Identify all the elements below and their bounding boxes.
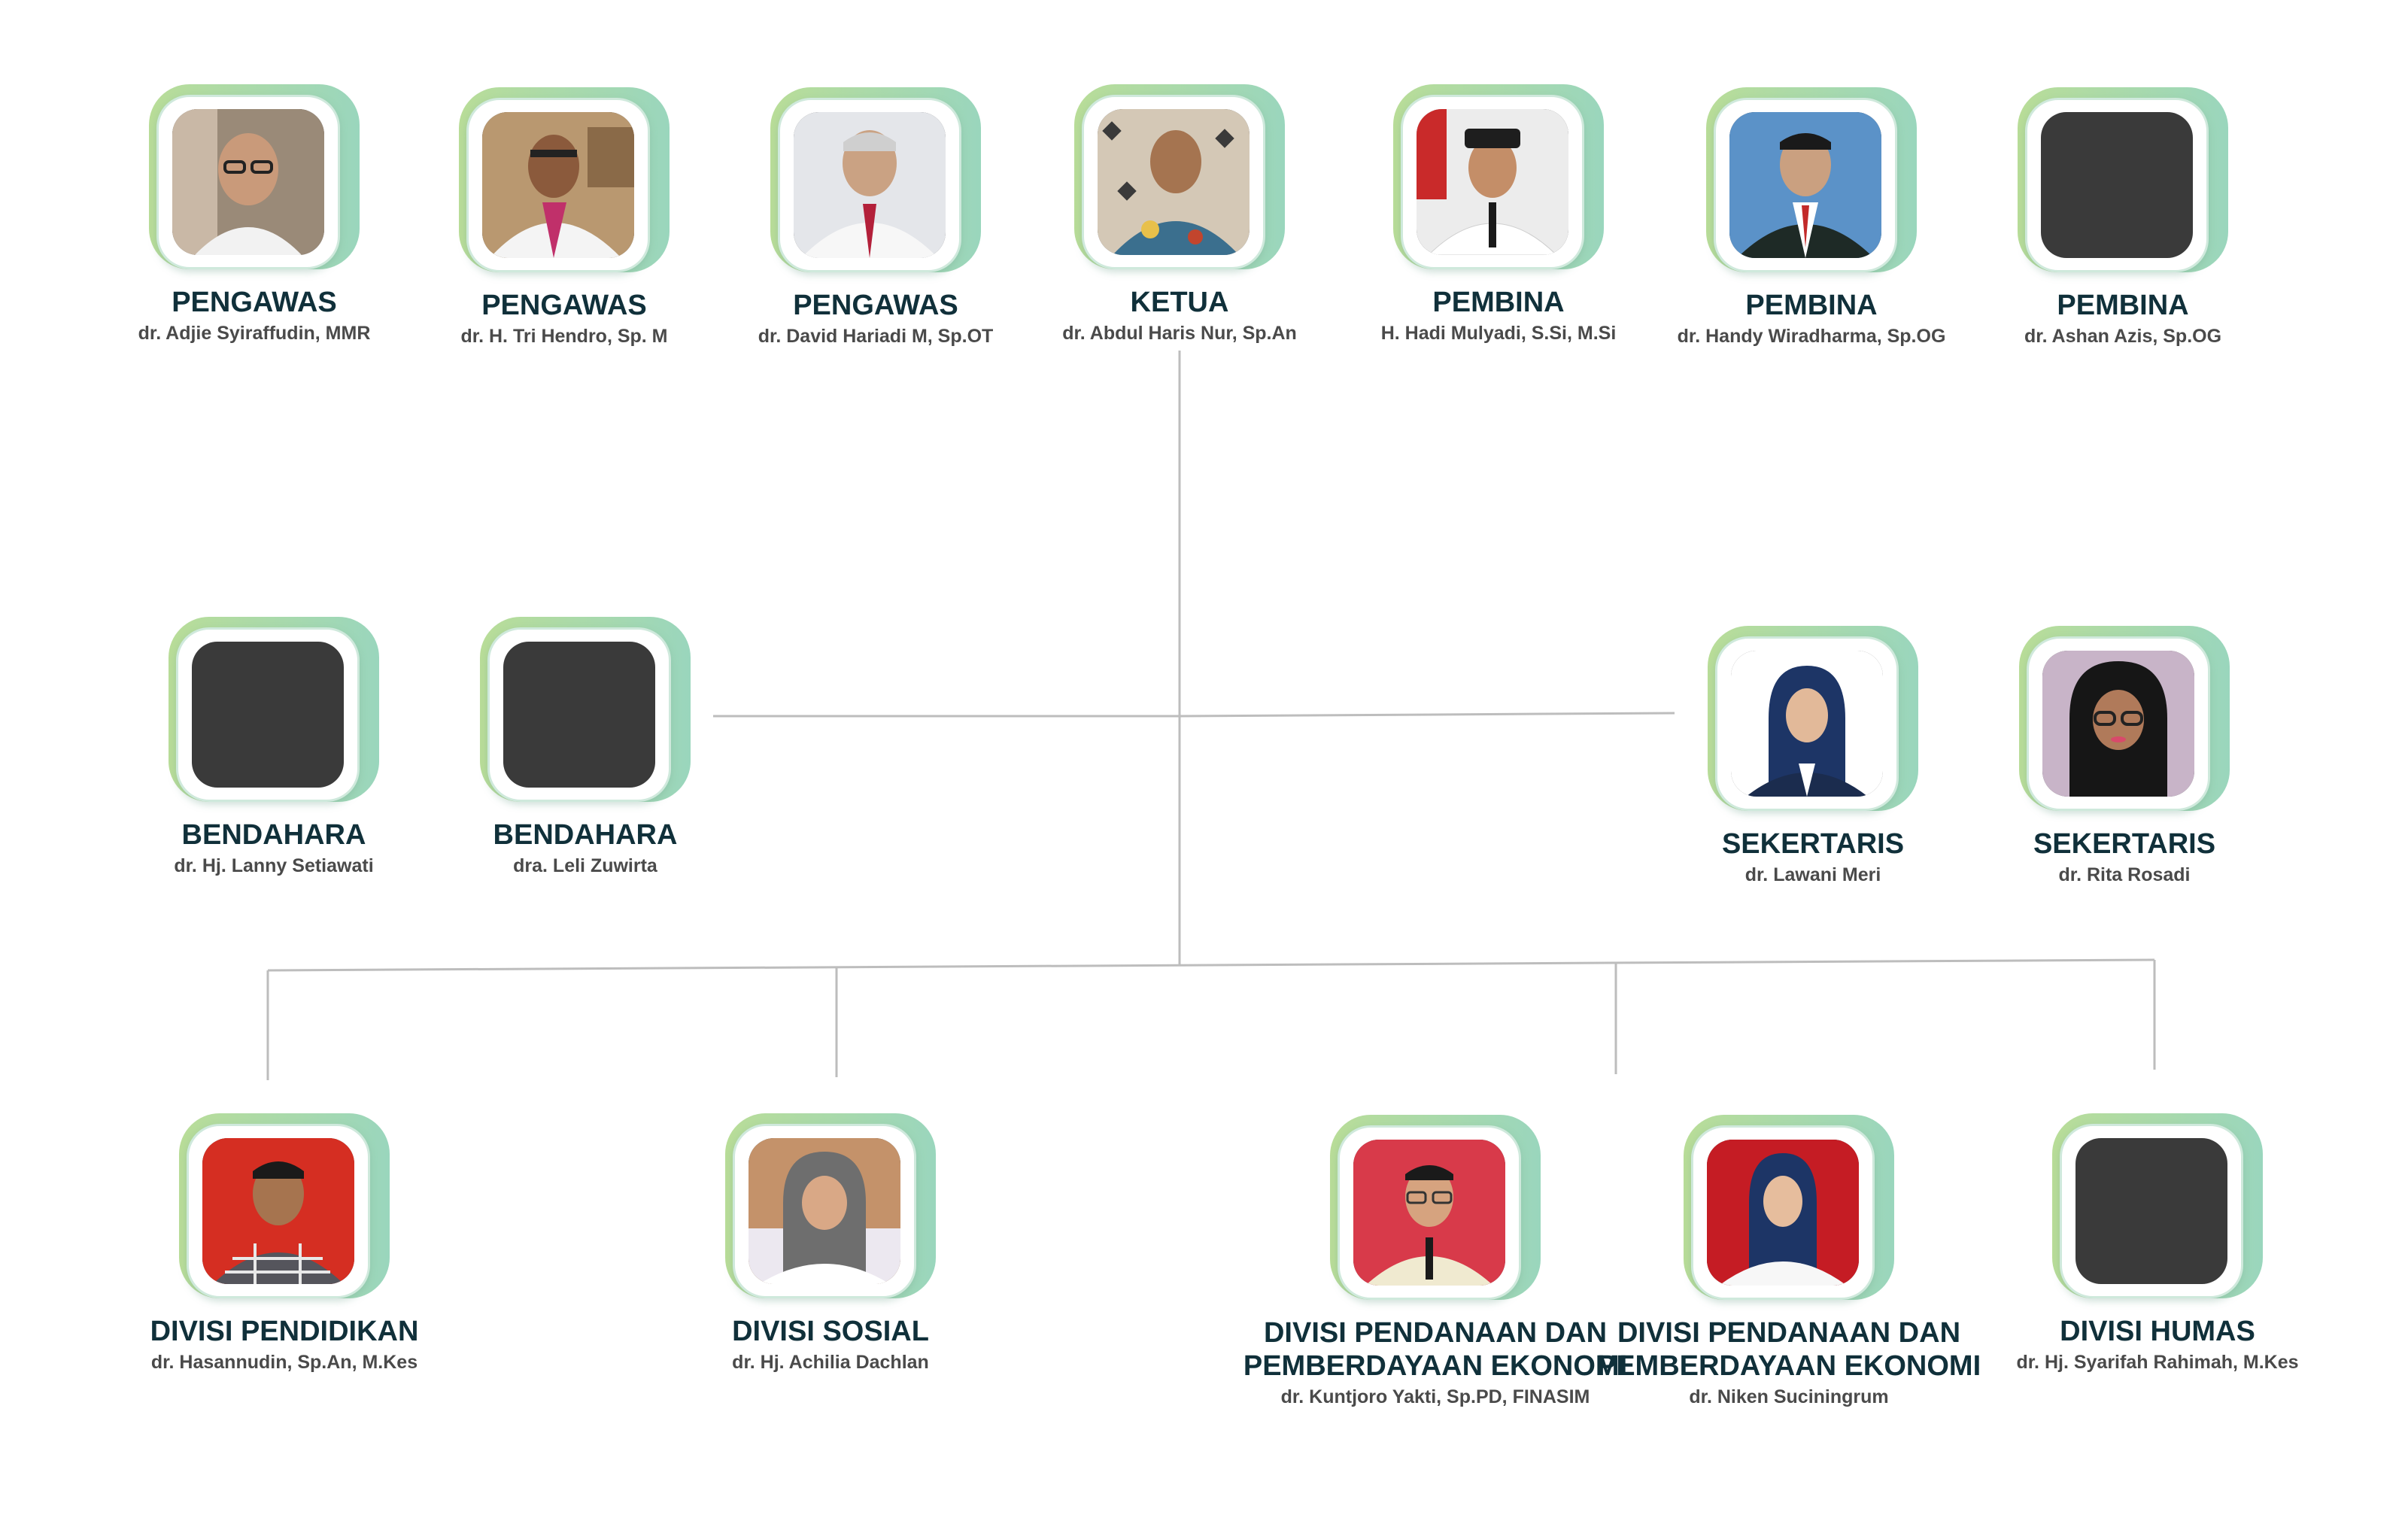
photo-frame bbox=[1330, 1115, 1541, 1300]
portrait-woman-navy-hijab-red-bg bbox=[1707, 1140, 1859, 1286]
photo-frame bbox=[770, 87, 981, 272]
photo-placeholder bbox=[503, 642, 655, 788]
photo-frame bbox=[1708, 626, 1918, 811]
person-name: dr. Kuntjoro Yakti, Sp.PD, FINASIM bbox=[1280, 1386, 1590, 1407]
role-title: DIVISI SOSIAL bbox=[732, 1316, 929, 1347]
photo-placeholder bbox=[2041, 112, 2193, 258]
portrait-woman-black-hijab bbox=[2042, 651, 2194, 797]
photo-placeholder bbox=[2075, 1138, 2227, 1284]
photo-frame bbox=[179, 1113, 390, 1298]
role-title: PEMBINA bbox=[1745, 290, 1878, 321]
person-name: dr. Abdul Haris Nur, Sp.An bbox=[1062, 323, 1297, 344]
person-name: dr. David Hariadi M, Sp.OT bbox=[758, 326, 994, 347]
person-name: H. Hadi Mulyadi, S.Si, M.Si bbox=[1380, 323, 1617, 344]
org-node-bendahara-1: BENDAHARA dr. Hj. Lanny Setiawati bbox=[101, 617, 447, 877]
role-title: PENGAWAS bbox=[481, 290, 647, 321]
portrait-man-white-coat bbox=[482, 112, 634, 258]
photo-frame bbox=[2052, 1113, 2263, 1298]
portrait-man-glasses bbox=[172, 109, 324, 255]
org-node-pengawas-2: PENGAWAS dr. H. Tri Hendro, Sp. M bbox=[391, 87, 737, 348]
org-node-pembina-2: PEMBINA dr. Handy Wiradharma, Sp.OG bbox=[1638, 87, 1984, 348]
photo-frame bbox=[725, 1113, 936, 1298]
person-name: dr. Rita Rosadi bbox=[2058, 864, 2191, 885]
role-title: PENGAWAS bbox=[172, 287, 337, 318]
person-name: dr. H. Tri Hendro, Sp. M bbox=[460, 326, 668, 347]
portrait-man-white-coat-tie bbox=[794, 112, 946, 258]
org-node-pengawas-3: PENGAWAS dr. David Hariadi M, Sp.OT bbox=[703, 87, 1049, 348]
photo-frame bbox=[1393, 84, 1604, 269]
middle-right-branch bbox=[1179, 712, 1675, 718]
photo-frame bbox=[1706, 87, 1917, 272]
photo-frame bbox=[2019, 626, 2230, 811]
person-name: dr. Ashan Azis, Sp.OG bbox=[2024, 326, 2222, 347]
org-node-divisi-sosial: DIVISI SOSIAL dr. Hj. Achilia Dachlan bbox=[657, 1113, 1004, 1374]
photo-frame bbox=[459, 87, 670, 272]
org-node-pembina-1: PEMBINA H. Hadi Mulyadi, S.Si, M.Si bbox=[1325, 84, 1672, 345]
person-name: dr. Adjie Syiraffudin, MMR bbox=[138, 323, 371, 344]
portrait-woman-grey-hijab bbox=[749, 1138, 900, 1284]
person-name: dr. Handy Wiradharma, Sp.OG bbox=[1677, 326, 1946, 347]
photo-frame bbox=[149, 84, 360, 269]
org-node-ketua: KETUA dr. Abdul Haris Nur, Sp.An bbox=[1007, 84, 1353, 345]
person-name: dr. Niken Suciningrum bbox=[1689, 1386, 1889, 1407]
role-title: BENDAHARA bbox=[181, 819, 366, 851]
person-name: dr. Hj. Achilia Dachlan bbox=[732, 1352, 929, 1373]
org-node-pengawas-1: PENGAWAS dr. Adjie Syiraffudin, MMR bbox=[81, 84, 427, 345]
org-node-sekertaris-1: SEKERTARIS dr. Lawani Meri bbox=[1640, 626, 1986, 886]
role-title: DIVISI PENDANAAN DAN PEMBERDAYAAN EKONOM… bbox=[1243, 1317, 1628, 1382]
portrait-woman-navy-hijab bbox=[1731, 651, 1883, 797]
org-node-divisi-pendanaan-2: DIVISI PENDANAAN DAN PEMBERDAYAAN EKONOM… bbox=[1593, 1115, 1984, 1408]
photo-frame bbox=[1684, 1115, 1894, 1300]
role-title: DIVISI HUMAS bbox=[2060, 1316, 2255, 1347]
portrait-man-black-suit bbox=[1729, 112, 1881, 258]
role-title: PENGAWAS bbox=[793, 290, 958, 321]
role-title: DIVISI PENDANAAN DAN PEMBERDAYAAN EKONOM… bbox=[1596, 1317, 1981, 1382]
photo-frame bbox=[2018, 87, 2228, 272]
person-name: dr. Hasannudin, Sp.An, M.Kes bbox=[150, 1352, 418, 1373]
role-title: KETUA bbox=[1130, 287, 1229, 318]
role-title: SEKERTARIS bbox=[2033, 828, 2216, 860]
org-node-divisi-humas: DIVISI HUMAS dr. Hj. Syarifah Rahimah, M… bbox=[1984, 1113, 2331, 1374]
role-title: PEMBINA bbox=[2057, 290, 2189, 321]
portrait-man-glasses-red-bg bbox=[1353, 1140, 1505, 1286]
person-name: dr. Hj. Lanny Setiawati bbox=[174, 855, 374, 876]
person-name: dra. Leli Zuwirta bbox=[513, 855, 657, 876]
role-title: BENDAHARA bbox=[493, 819, 678, 851]
photo-frame bbox=[1074, 84, 1285, 269]
portrait-man-plaid-shirt bbox=[202, 1138, 354, 1284]
photo-placeholder bbox=[192, 642, 344, 788]
role-title: PEMBINA bbox=[1432, 287, 1565, 318]
portrait-man-batik bbox=[1098, 109, 1250, 255]
org-node-pembina-3: PEMBINA dr. Ashan Azis, Sp.OG bbox=[1950, 87, 2296, 348]
role-title: SEKERTARIS bbox=[1721, 828, 1905, 860]
org-node-divisi-pendanaan-1: DIVISI PENDANAAN DAN PEMBERDAYAAN EKONOM… bbox=[1240, 1115, 1631, 1408]
role-title: DIVISI PENDIDIKAN bbox=[150, 1316, 419, 1347]
org-node-divisi-pendidikan: DIVISI PENDIDIKAN dr. Hasannudin, Sp.An,… bbox=[111, 1113, 457, 1374]
photo-frame bbox=[169, 617, 379, 802]
photo-frame bbox=[480, 617, 691, 802]
bottom-bus-line bbox=[267, 958, 2155, 972]
person-name: dr. Lawani Meri bbox=[1745, 864, 1881, 885]
org-node-sekertaris-2: SEKERTARIS dr. Rita Rosadi bbox=[1951, 626, 2297, 886]
person-name: dr. Hj. Syarifah Rahimah, M.Kes bbox=[2016, 1352, 2299, 1373]
org-node-bendahara-2: BENDAHARA dra. Leli Zuwirta bbox=[412, 617, 758, 877]
portrait-man-official-uniform bbox=[1417, 109, 1568, 255]
